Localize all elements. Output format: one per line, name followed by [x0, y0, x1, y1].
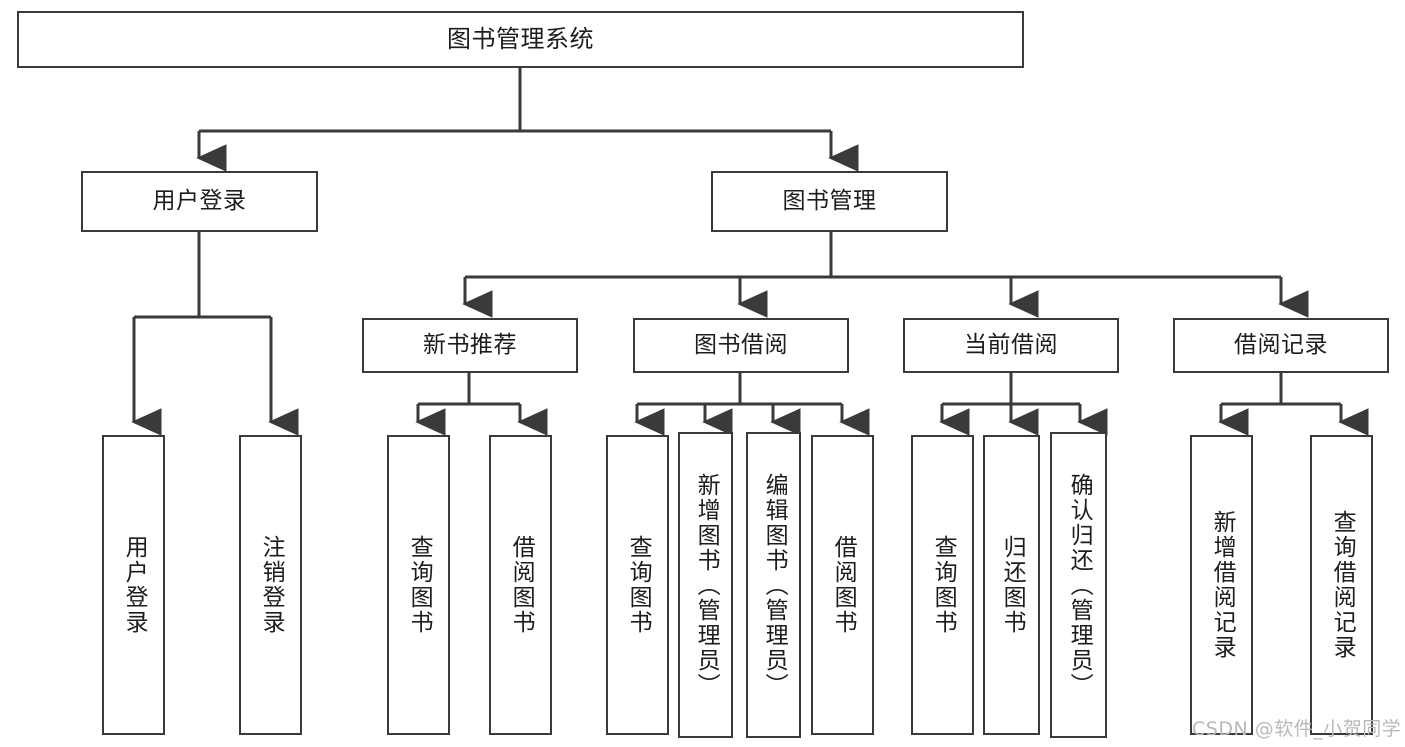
- node-label: 用户登录: [121, 535, 148, 635]
- node-label: 注销登录: [258, 535, 285, 635]
- node-book-borrow[interactable]: 图书借阅: [633, 318, 849, 373]
- node-label: 用户登录: [152, 188, 247, 215]
- node-user-login[interactable]: 用户登录: [81, 171, 318, 232]
- leaf-borrow-book[interactable]: 借阅图书: [811, 435, 874, 735]
- leaf-borrow-book-recommend[interactable]: 借阅图书: [489, 435, 552, 735]
- leaf-logout[interactable]: 注销登录: [239, 435, 302, 735]
- node-label: 新增图书（管理员）: [693, 472, 720, 698]
- node-label: 查询图书: [930, 535, 957, 635]
- leaf-confirm-return-admin[interactable]: 确认归还（管理员）: [1050, 432, 1107, 738]
- node-label: 编辑图书（管理员）: [761, 472, 788, 698]
- node-current-borrow[interactable]: 当前借阅: [903, 318, 1119, 373]
- leaf-edit-book-admin[interactable]: 编辑图书（管理员）: [746, 432, 801, 738]
- node-label: 图书管理系统: [447, 24, 594, 53]
- leaf-add-book-admin[interactable]: 新增图书（管理员）: [678, 432, 733, 738]
- node-new-book-recommend[interactable]: 新书推荐: [362, 318, 578, 373]
- leaf-query-book-current[interactable]: 查询图书: [911, 435, 974, 735]
- leaf-add-borrow-record[interactable]: 新增借阅记录: [1190, 435, 1253, 735]
- node-label: 归还图书: [999, 535, 1026, 635]
- node-book-management[interactable]: 图书管理: [711, 171, 948, 232]
- node-label: 确认归还（管理员）: [1066, 472, 1093, 698]
- leaf-query-book-borrow[interactable]: 查询图书: [606, 435, 669, 735]
- node-label: 当前借阅: [964, 332, 1058, 359]
- leaf-user-login[interactable]: 用户登录: [102, 435, 165, 735]
- node-label: 图书借阅: [694, 332, 788, 359]
- node-borrow-records[interactable]: 借阅记录: [1173, 318, 1389, 373]
- node-label: 图书管理: [782, 188, 877, 215]
- node-root-system[interactable]: 图书管理系统: [17, 11, 1024, 68]
- watermark-text: CSDN @软件_小贺同学: [1192, 718, 1402, 740]
- node-label: 借阅图书: [508, 535, 535, 635]
- node-label: 查询图书: [406, 535, 433, 635]
- node-label: 新增借阅记录: [1209, 510, 1236, 660]
- node-label: 查询借阅记录: [1329, 510, 1356, 660]
- leaf-return-book[interactable]: 归还图书: [983, 435, 1040, 735]
- node-label: 借阅图书: [830, 535, 857, 635]
- leaf-query-book-recommend[interactable]: 查询图书: [387, 435, 450, 735]
- node-label: 借阅记录: [1234, 332, 1328, 359]
- node-label: 查询图书: [625, 535, 652, 635]
- leaf-query-borrow-record[interactable]: 查询借阅记录: [1310, 435, 1373, 735]
- node-label: 新书推荐: [423, 332, 517, 359]
